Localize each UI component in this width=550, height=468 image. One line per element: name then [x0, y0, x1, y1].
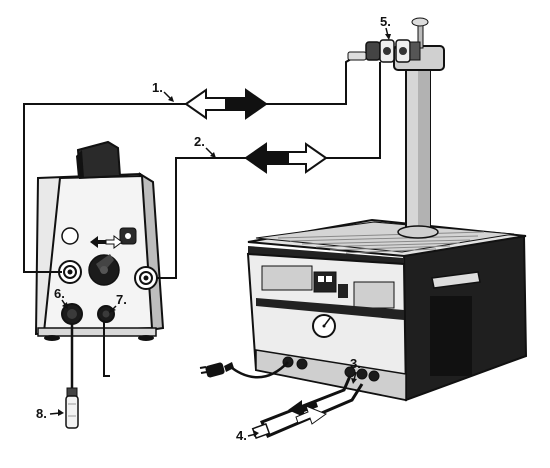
label-8: 8.	[36, 406, 47, 421]
label-5: 5.	[380, 14, 391, 29]
label-2: 2.	[194, 134, 205, 149]
power-cord	[199, 361, 289, 379]
drip-tray	[277, 231, 485, 254]
flow-arrow-1	[184, 88, 268, 120]
outlet-fitting	[58, 260, 82, 284]
tower-fittings	[347, 39, 421, 63]
label-4: 4.	[236, 428, 247, 443]
label-7: 7.	[116, 292, 127, 307]
callout-labels: 1. 2. 3. 4. 5. 6. 7. 8.	[36, 14, 391, 443]
bypass-hose-loop	[251, 375, 364, 440]
power-indicator	[61, 227, 79, 245]
cooler-unit	[246, 218, 528, 402]
control-unit	[34, 140, 165, 388]
sensor-probe	[65, 387, 79, 429]
return-fitting	[134, 266, 158, 290]
handle	[76, 140, 122, 180]
cooler-switch-panel	[313, 271, 348, 298]
cooler-bottom-fittings	[282, 356, 380, 382]
direction-arrow-icon	[90, 235, 123, 249]
label-6: 6.	[54, 286, 65, 301]
label-3: 3.	[350, 356, 361, 371]
selector-knob	[88, 254, 120, 286]
tap-tower	[347, 17, 445, 239]
temperature-gauge	[312, 314, 336, 338]
vent-grille-left	[261, 265, 313, 291]
vent-grille-right	[353, 281, 395, 309]
label-1: 1.	[152, 80, 163, 95]
connector-6	[61, 303, 83, 325]
flow-arrow-2	[244, 142, 328, 174]
